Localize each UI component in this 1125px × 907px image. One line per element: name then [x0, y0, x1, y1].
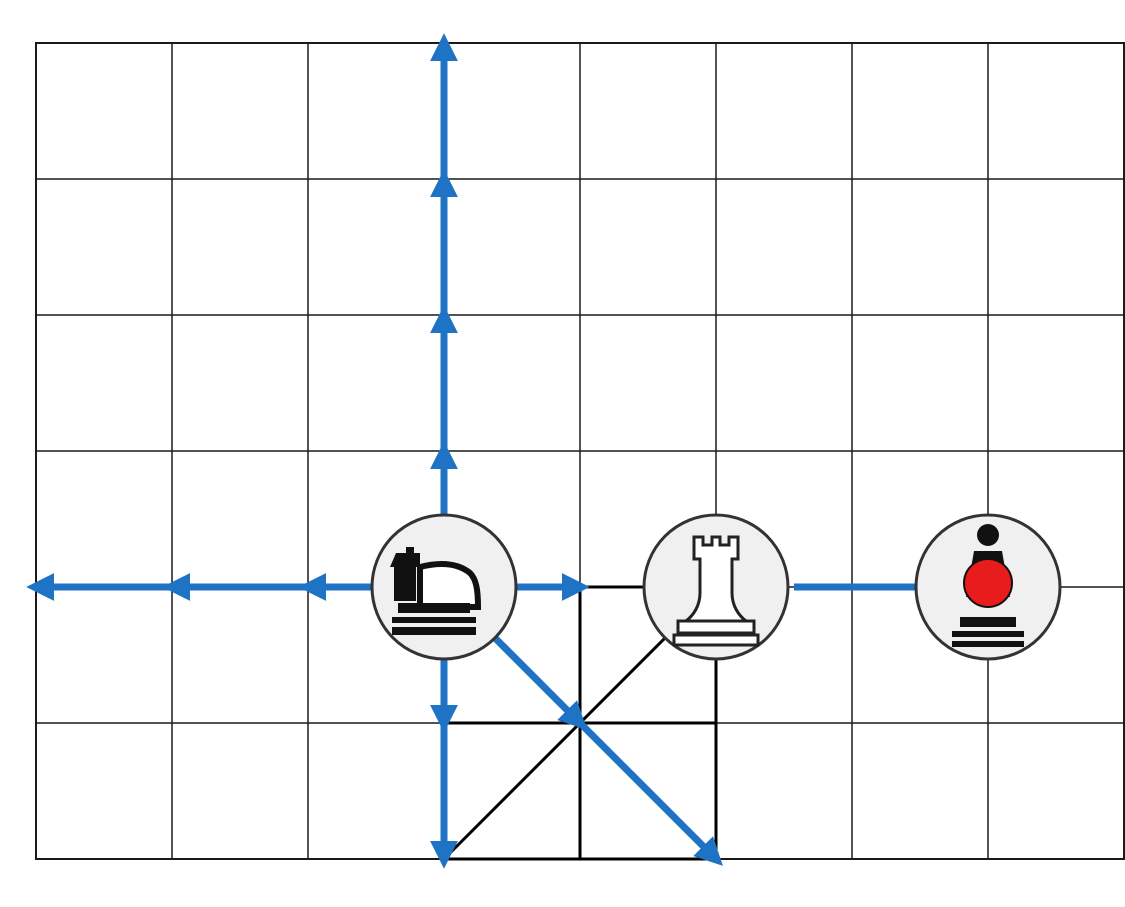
chariot-horse-piece — [370, 513, 518, 661]
white-rook-icon — [672, 535, 760, 647]
move-arrow — [491, 634, 587, 730]
rook-horse-icon — [390, 547, 482, 635]
move-arrows — [26, 33, 988, 869]
pawn-piece — [914, 513, 1062, 661]
target-marker — [963, 558, 1013, 608]
rook-piece — [642, 513, 790, 661]
move-arrow — [577, 720, 723, 866]
pieces — [370, 513, 1062, 661]
